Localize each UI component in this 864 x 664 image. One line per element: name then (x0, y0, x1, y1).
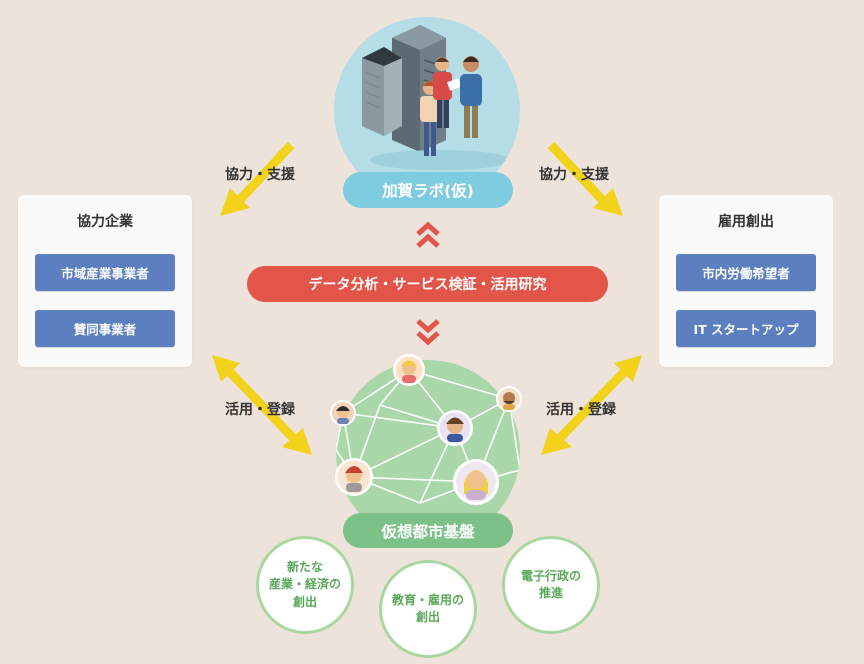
bottom-hub-label: 仮想都市基盤 (343, 513, 513, 548)
job-creation-title: 雇用創出 (718, 214, 774, 230)
arrow-label-top-left: 協力・支援 (225, 167, 295, 183)
job-creation-panel: 雇用創出 市内労働希望者 IT スタートアップ (659, 195, 833, 367)
outcome-education-employment: 教育・雇用の 創出 (379, 560, 477, 658)
arrow-label-top-right: 協力・支援 (539, 167, 609, 183)
avatar-left (330, 400, 356, 426)
it-startups-button[interactable]: IT スタートアップ (676, 310, 816, 347)
arrow-label-bottom-right: 活用・登録 (546, 402, 616, 418)
partner-companies-title: 協力企業 (77, 214, 133, 230)
top-hub-label: 加賀ラボ(仮) (343, 172, 513, 208)
outcome-e-government: 電子行政の 推進 (502, 536, 600, 634)
arrow-label-bottom-left: 活用・登録 (225, 402, 295, 418)
partner-companies-panel: 協力企業 市域産業事業者 賛同事業者 (18, 195, 192, 367)
supporting-business-button[interactable]: 賛同事業者 (35, 310, 175, 347)
local-job-seekers-button[interactable]: 市内労働希望者 (676, 254, 816, 291)
avatar-lower-left (335, 458, 373, 496)
avatar-right (496, 386, 522, 412)
avatar-center (437, 410, 473, 446)
avatar-top (393, 354, 425, 386)
outcome-new-industry: 新たな 産業・経済の 創出 (256, 536, 354, 634)
analysis-bar: データ分析・サービス検証・活用研究 (247, 266, 608, 302)
local-industry-button[interactable]: 市域産業事業者 (35, 254, 175, 291)
avatar-lower-right (453, 459, 499, 505)
